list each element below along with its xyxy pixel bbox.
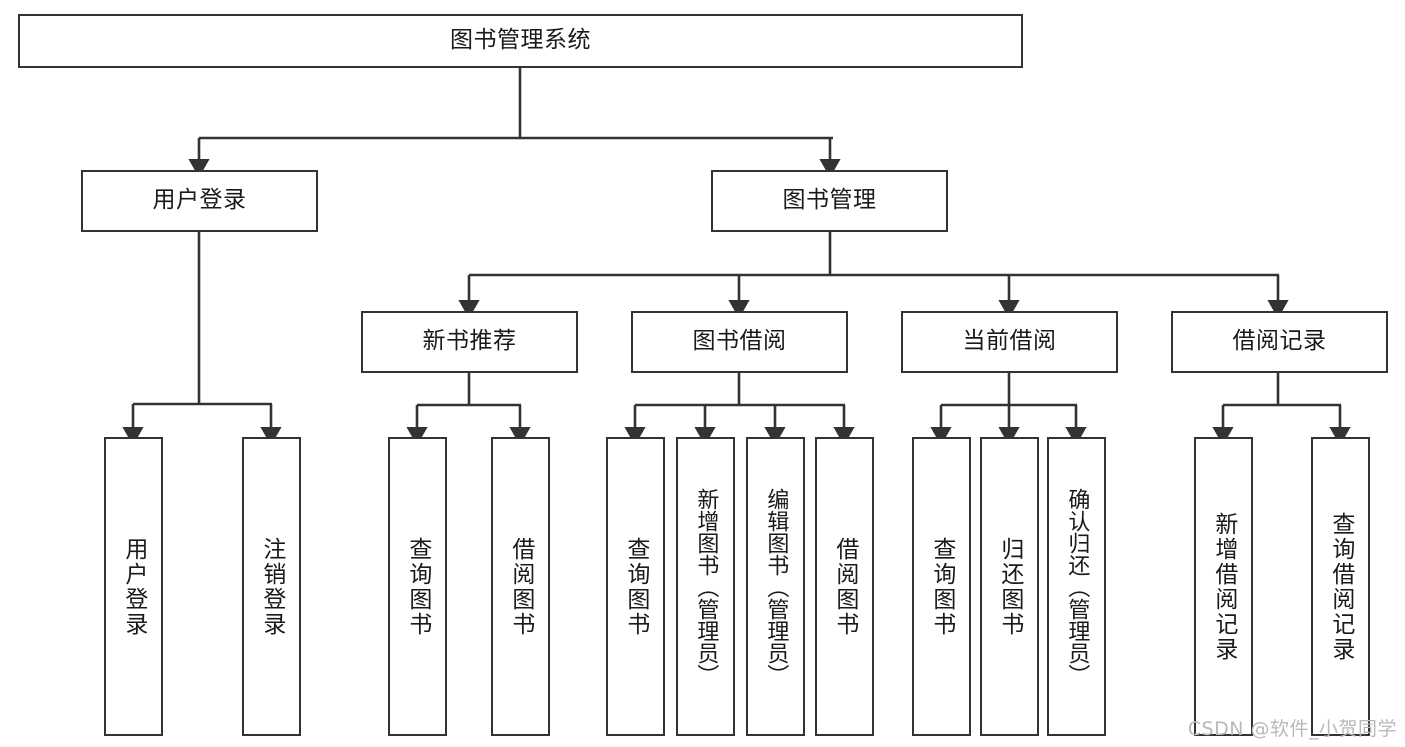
leaf-query-book-current[interactable]: 查询图书	[912, 437, 971, 736]
node-label: 用户登录	[120, 536, 147, 637]
node-current-borrow[interactable]: 当前借阅	[901, 311, 1118, 373]
node-book-borrow[interactable]: 图书借阅	[631, 311, 848, 373]
node-label: 注销登录	[258, 536, 285, 637]
node-label: 图书管理系统	[450, 27, 591, 54]
leaf-borrow-book[interactable]: 借阅图书	[815, 437, 874, 736]
leaf-add-borrow-record[interactable]: 新增借阅记录	[1194, 437, 1253, 736]
csdn-watermark: CSDN @软件_小贺同学	[1187, 718, 1397, 740]
leaf-user-login[interactable]: 用户登录	[104, 437, 163, 736]
node-user-login[interactable]: 用户登录	[81, 170, 318, 232]
leaf-borrow-book-recommend[interactable]: 借阅图书	[491, 437, 550, 736]
node-label: 当前借阅	[962, 328, 1057, 355]
node-label: 借阅记录	[1232, 328, 1327, 355]
node-borrow-record[interactable]: 借阅记录	[1171, 311, 1388, 373]
node-label: 借阅图书	[507, 536, 534, 637]
leaf-query-book-recommend[interactable]: 查询图书	[388, 437, 447, 736]
node-label: 查询借阅记录	[1327, 511, 1354, 662]
node-label: 编辑图书（管理员）	[763, 487, 789, 686]
leaf-confirm-return-admin[interactable]: 确认归还（管理员）	[1047, 437, 1106, 736]
node-label: 新增借阅记录	[1210, 511, 1237, 662]
node-label: 查询图书	[928, 536, 955, 637]
leaf-edit-book-admin[interactable]: 编辑图书（管理员）	[746, 437, 805, 736]
node-label: 图书借阅	[692, 328, 787, 355]
leaf-add-book-admin[interactable]: 新增图书（管理员）	[676, 437, 735, 736]
node-label: 新增图书（管理员）	[693, 487, 719, 686]
node-label: 用户登录	[152, 187, 247, 214]
node-new-book-recommend[interactable]: 新书推荐	[361, 311, 578, 373]
node-root-system[interactable]: 图书管理系统	[18, 14, 1023, 68]
node-label: 归还图书	[996, 536, 1023, 637]
leaf-query-book-borrow[interactable]: 查询图书	[606, 437, 665, 736]
node-label: 新书推荐	[422, 328, 517, 355]
node-label: 借阅图书	[831, 536, 858, 637]
node-label: 图书管理	[782, 187, 877, 214]
node-book-management[interactable]: 图书管理	[711, 170, 948, 232]
node-label: 查询图书	[404, 536, 431, 637]
leaf-query-borrow-record[interactable]: 查询借阅记录	[1311, 437, 1370, 736]
leaf-logout[interactable]: 注销登录	[242, 437, 301, 736]
leaf-return-book[interactable]: 归还图书	[980, 437, 1039, 736]
node-label: 查询图书	[622, 536, 649, 637]
node-label: 确认归还（管理员）	[1064, 487, 1090, 686]
